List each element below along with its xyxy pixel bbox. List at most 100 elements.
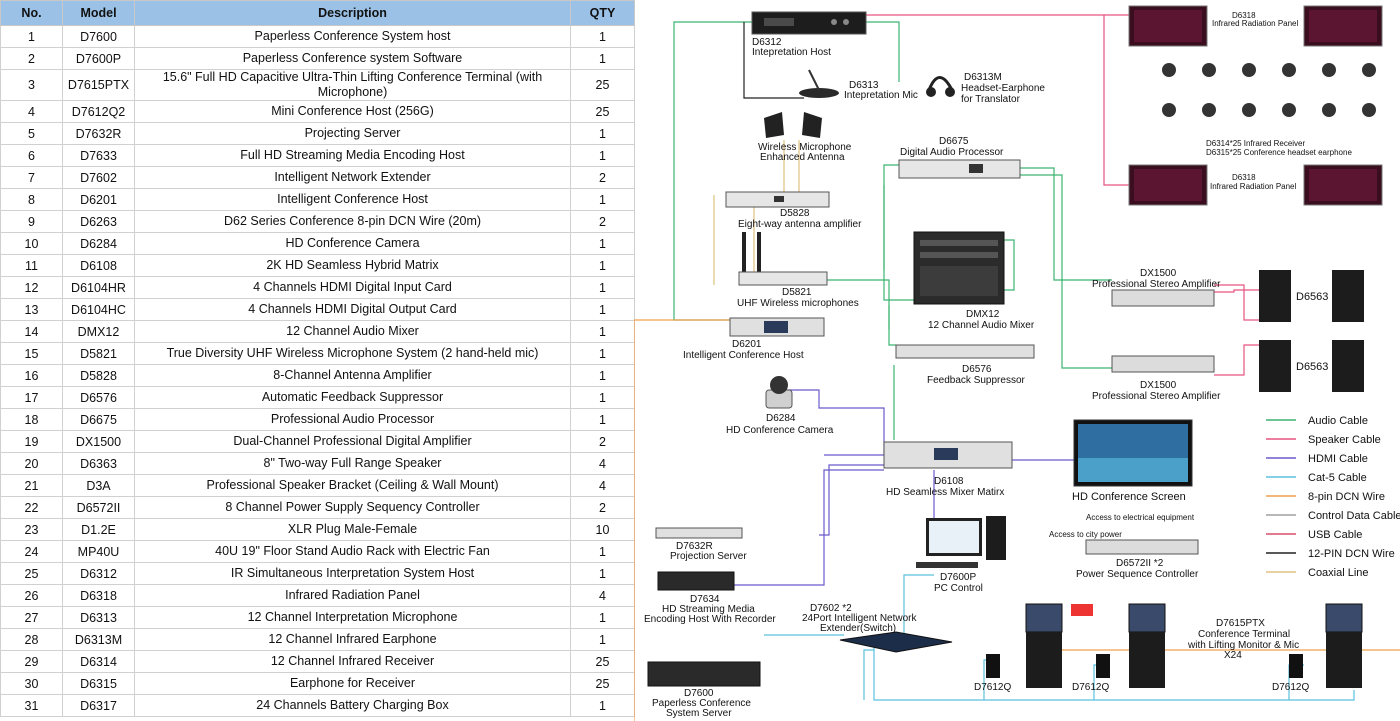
- d6313-device: [799, 69, 839, 98]
- cell-no: 11: [0, 254, 63, 277]
- cell-model: D6313M: [62, 628, 135, 651]
- d7634-sublabel-2: Encoding Host With Recorder: [644, 614, 776, 625]
- cell-qty: 1: [570, 25, 635, 48]
- cell-model: D7600: [62, 25, 135, 48]
- legend-label: 12-PIN DCN Wire: [1308, 548, 1395, 560]
- cell-model: D7612Q2: [62, 100, 135, 123]
- d7600p-sublabel: PC Control: [934, 583, 983, 594]
- d6572-sublabel: Power Sequence Controller: [1076, 569, 1199, 580]
- hdmi-cable: [819, 464, 884, 536]
- cell-no: 8: [0, 188, 63, 211]
- cell-no: 16: [0, 364, 63, 387]
- cell-no: 24: [0, 540, 63, 563]
- d7615ptx-sublabel-3: X24: [1224, 650, 1242, 661]
- d6313m-sublabel-1: Headset-Earphone: [961, 83, 1045, 94]
- cell-no: 12: [0, 276, 63, 299]
- dcn-cable: [634, 319, 734, 721]
- cell-description: Intelligent Network Extender: [134, 166, 571, 189]
- cell-description: D62 Series Conference 8-pin DCN Wire (20…: [134, 210, 571, 233]
- cell-description: IR Simultaneous Interpretation System Ho…: [134, 562, 571, 585]
- cell-no: 26: [0, 584, 63, 607]
- cell-no: 22: [0, 496, 63, 519]
- header-no: No.: [0, 0, 63, 26]
- control-line: [743, 22, 804, 99]
- d5821-sublabel: UHF Wireless microphones: [737, 298, 859, 309]
- cell-no: 27: [0, 606, 63, 629]
- cell-model: D3A: [62, 474, 135, 497]
- dmx12-sublabel: 12 Channel Audio Mixer: [928, 320, 1035, 331]
- legend-label: Speaker Cable: [1308, 434, 1381, 446]
- cell-no: 30: [0, 672, 63, 695]
- cell-description: Paperless Conference system Software: [134, 47, 571, 70]
- cell-qty: 1: [570, 47, 635, 70]
- cell-no: 2: [0, 47, 63, 70]
- d6675-device: [898, 159, 1021, 179]
- cell-qty: 1: [570, 628, 635, 651]
- d7600-server-device: [647, 661, 761, 687]
- d5828-device: [725, 191, 830, 208]
- dx1500-a-device: [1111, 289, 1215, 307]
- dx1500-b-device: [1111, 355, 1215, 373]
- cell-description: Automatic Feedback Suppressor: [134, 386, 571, 409]
- cell-model: DMX12: [62, 320, 135, 343]
- cell-model: D6313: [62, 606, 135, 629]
- d5828-sublabel: Eight-way antenna amplifier: [738, 219, 862, 230]
- cell-qty: 1: [570, 386, 635, 409]
- d7615ptx-sublabel-1: Conference Terminal: [1198, 629, 1290, 640]
- cell-description: Professional Audio Processor: [134, 408, 571, 431]
- cell-qty: 4: [570, 584, 635, 607]
- cell-description: 12 Channel Audio Mixer: [134, 320, 571, 343]
- d6312-label: D6312: [752, 37, 782, 48]
- cell-model: D6317: [62, 694, 135, 717]
- cell-description: Dual-Channel Professional Digital Amplif…: [134, 430, 571, 453]
- cell-qty: 4: [570, 452, 635, 475]
- cell-description: Earphone for Receiver: [134, 672, 571, 695]
- legend-label: Cat-5 Cable: [1308, 472, 1367, 484]
- d7612q-device-3: [1289, 654, 1303, 678]
- cell-qty: 2: [570, 430, 635, 453]
- d5821-label: D5821: [782, 287, 812, 298]
- d6284-camera-device: [765, 376, 793, 409]
- cell-qty: 25: [570, 69, 635, 101]
- cell-model: D1.2E: [62, 518, 135, 541]
- speaker-cable: [1214, 284, 1259, 321]
- d7602-sublabel-2: Extender(Switch): [820, 623, 896, 634]
- header-description: Description: [134, 0, 571, 26]
- cell-model: D6201: [62, 188, 135, 211]
- legend-label: 8-pin DCN Wire: [1308, 491, 1385, 503]
- d6563-b-label: D6563: [1296, 361, 1328, 373]
- cell-qty: 2: [570, 210, 635, 233]
- cell-qty: 1: [570, 188, 635, 211]
- d6315-label: D6315*25 Conference headset earphone: [1206, 148, 1352, 157]
- audio-cable: [888, 305, 896, 346]
- audio-cable: [866, 21, 900, 82]
- d7612q-device-1: [986, 654, 1000, 678]
- d6201-label: D6201: [732, 339, 762, 350]
- d6675-sublabel: Digital Audio Processor: [900, 147, 1004, 158]
- speaker-cable: [1214, 289, 1259, 293]
- cat5-cable: [863, 649, 874, 700]
- d7634-sublabel-1: HD Streaming Media: [662, 604, 755, 615]
- receivers-group: [1162, 63, 1376, 117]
- cell-description: 12 Channel Infrared Receiver: [134, 650, 571, 673]
- cell-no: 19: [0, 430, 63, 453]
- cell-model: D7632R: [62, 122, 135, 145]
- cell-qty: 25: [570, 650, 635, 673]
- cell-qty: 1: [570, 606, 635, 629]
- d7612q-label-3: D7612Q: [1272, 682, 1309, 693]
- legend-label: HDMI Cable: [1308, 453, 1368, 465]
